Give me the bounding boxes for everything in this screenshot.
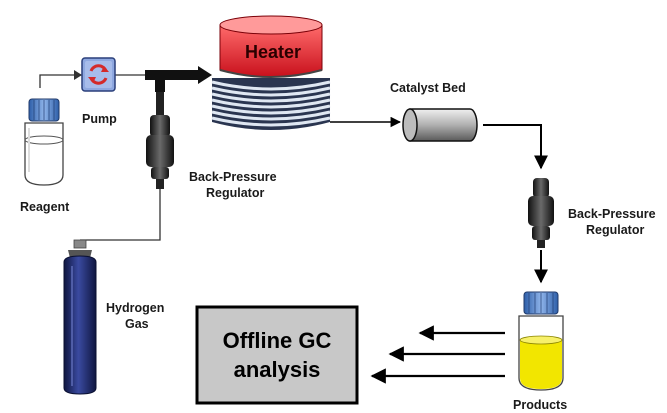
pump [81, 57, 116, 92]
reagent-label: Reagent [20, 200, 70, 214]
catalyst-bed [402, 108, 478, 142]
line-catalyst-to-regulator [483, 124, 548, 170]
bpr2-label-line1: Back-Pressure [568, 207, 656, 221]
tubing [39, 74, 548, 284]
line-reagent-to-pump [39, 74, 82, 88]
gas-cylinder-icon [63, 239, 97, 395]
heater-label: Heater [245, 42, 301, 62]
sample-transfer-arrows [370, 325, 505, 384]
tee-junction [145, 66, 212, 92]
heater-top [219, 15, 323, 35]
products-label: Products [513, 398, 567, 412]
gc-label-line1: Offline GC [223, 328, 332, 353]
reagent-vial-body [24, 122, 64, 186]
back-pressure-regulator-1 [146, 92, 174, 189]
heater-coil [211, 78, 331, 130]
reagent-vial [24, 98, 64, 186]
arrow-into-heater [198, 66, 212, 84]
products-liquid [520, 340, 562, 389]
bpr1-label-line1: Back-Pressure [189, 170, 277, 184]
offline-gc-box: Offline GC analysis [195, 305, 359, 405]
bpr2-label-line2: Regulator [586, 223, 644, 237]
hydrogen-label-line2: Gas [125, 317, 149, 331]
arrow-into-pump [74, 70, 82, 80]
back-pressure-regulator-2 [528, 178, 554, 248]
catalyst-bed-label: Catalyst Bed [390, 81, 466, 95]
pump-label: Pump [82, 112, 117, 126]
heater [211, 15, 331, 130]
bpr1-label-line2: Regulator [206, 186, 264, 200]
products-vial [518, 291, 564, 391]
line-gas-to-regulator [80, 188, 161, 241]
gc-label-line2: analysis [234, 357, 321, 382]
hydrogen-label-line1: Hydrogen [106, 301, 164, 315]
